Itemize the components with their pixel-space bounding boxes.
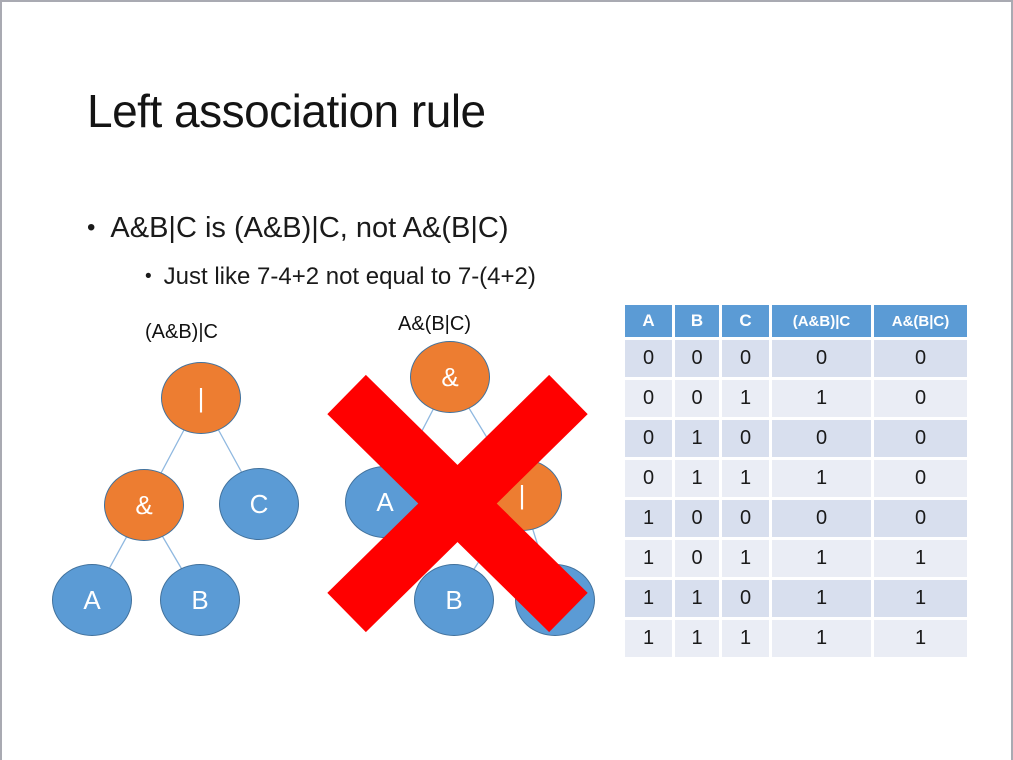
table-cell: 1 — [675, 420, 719, 457]
table-cell: 0 — [722, 340, 769, 377]
table-cell: 1 — [625, 500, 672, 537]
table-cell: 0 — [874, 500, 967, 537]
table-cell: 1 — [722, 540, 769, 577]
bullet-marker: • — [145, 266, 152, 287]
table-cell: 0 — [625, 340, 672, 377]
page-title: Left association rule — [87, 85, 486, 137]
table-cell: 1 — [874, 580, 967, 617]
table-cell: 0 — [722, 500, 769, 537]
table-cell: 0 — [722, 420, 769, 457]
right-tree-node-and: & — [410, 341, 490, 413]
table-cell: 0 — [722, 580, 769, 617]
table-cell: 0 — [772, 500, 871, 537]
table-cell: 1 — [722, 460, 769, 497]
table-cell: 0 — [625, 460, 672, 497]
sub-bullet-text: Just like 7-4+2 not equal to 7-(4+2) — [163, 263, 536, 290]
table-header-cell: A&(B|C) — [874, 305, 967, 337]
table-cell: 1 — [625, 620, 672, 657]
table-cell: 1 — [675, 460, 719, 497]
table-cell: 0 — [874, 340, 967, 377]
table-cell: 0 — [874, 380, 967, 417]
table-cell: 0 — [675, 540, 719, 577]
table-cell: 1 — [772, 620, 871, 657]
table-header-cell: B — [675, 305, 719, 337]
table-cell: 0 — [772, 340, 871, 377]
table-cell: 1 — [675, 580, 719, 617]
table-cell: 0 — [772, 420, 871, 457]
table-cell: 0 — [675, 500, 719, 537]
left-tree-node-and: & — [104, 469, 184, 541]
left-tree-node-or: | — [161, 362, 241, 434]
table-cell: 1 — [772, 580, 871, 617]
right-tree-node-b: B — [414, 564, 494, 636]
left-tree-node-a: A — [52, 564, 132, 636]
table-cell: 0 — [625, 420, 672, 457]
table-cell: 0 — [675, 380, 719, 417]
table-cell: 0 — [675, 340, 719, 377]
table-cell: 0 — [874, 460, 967, 497]
left-tree-node-c: C — [219, 468, 299, 540]
left-tree-caption: (A&B)|C — [145, 321, 218, 343]
left-tree-node-b: B — [160, 564, 240, 636]
bullet-item-sub: • Just like 7-4+2 not equal to 7-(4+2) — [145, 263, 536, 291]
bullet-text: A&B|C is (A&B)|C, not A&(B|C) — [110, 212, 509, 244]
table-header-cell: (A&B)|C — [772, 305, 871, 337]
table-cell: 1 — [772, 540, 871, 577]
table-header-cell: C — [722, 305, 769, 337]
table-cell: 1 — [722, 380, 769, 417]
table-cell: 1 — [772, 460, 871, 497]
table-cell: 1 — [675, 620, 719, 657]
table-cell: 1 — [874, 540, 967, 577]
right-tree-caption: A&(B|C) — [398, 313, 471, 335]
table-cell: 1 — [722, 620, 769, 657]
table-cell: 1 — [625, 540, 672, 577]
table-cell: 1 — [772, 380, 871, 417]
table-header-cell: A — [625, 305, 672, 337]
bullet-marker: • — [87, 214, 96, 241]
bullet-item-main: • A&B|C is (A&B)|C, not A&(B|C) — [87, 212, 509, 245]
table-cell: 1 — [874, 620, 967, 657]
table-cell: 1 — [625, 580, 672, 617]
table-cell: 0 — [625, 380, 672, 417]
table-cell: 0 — [874, 420, 967, 457]
